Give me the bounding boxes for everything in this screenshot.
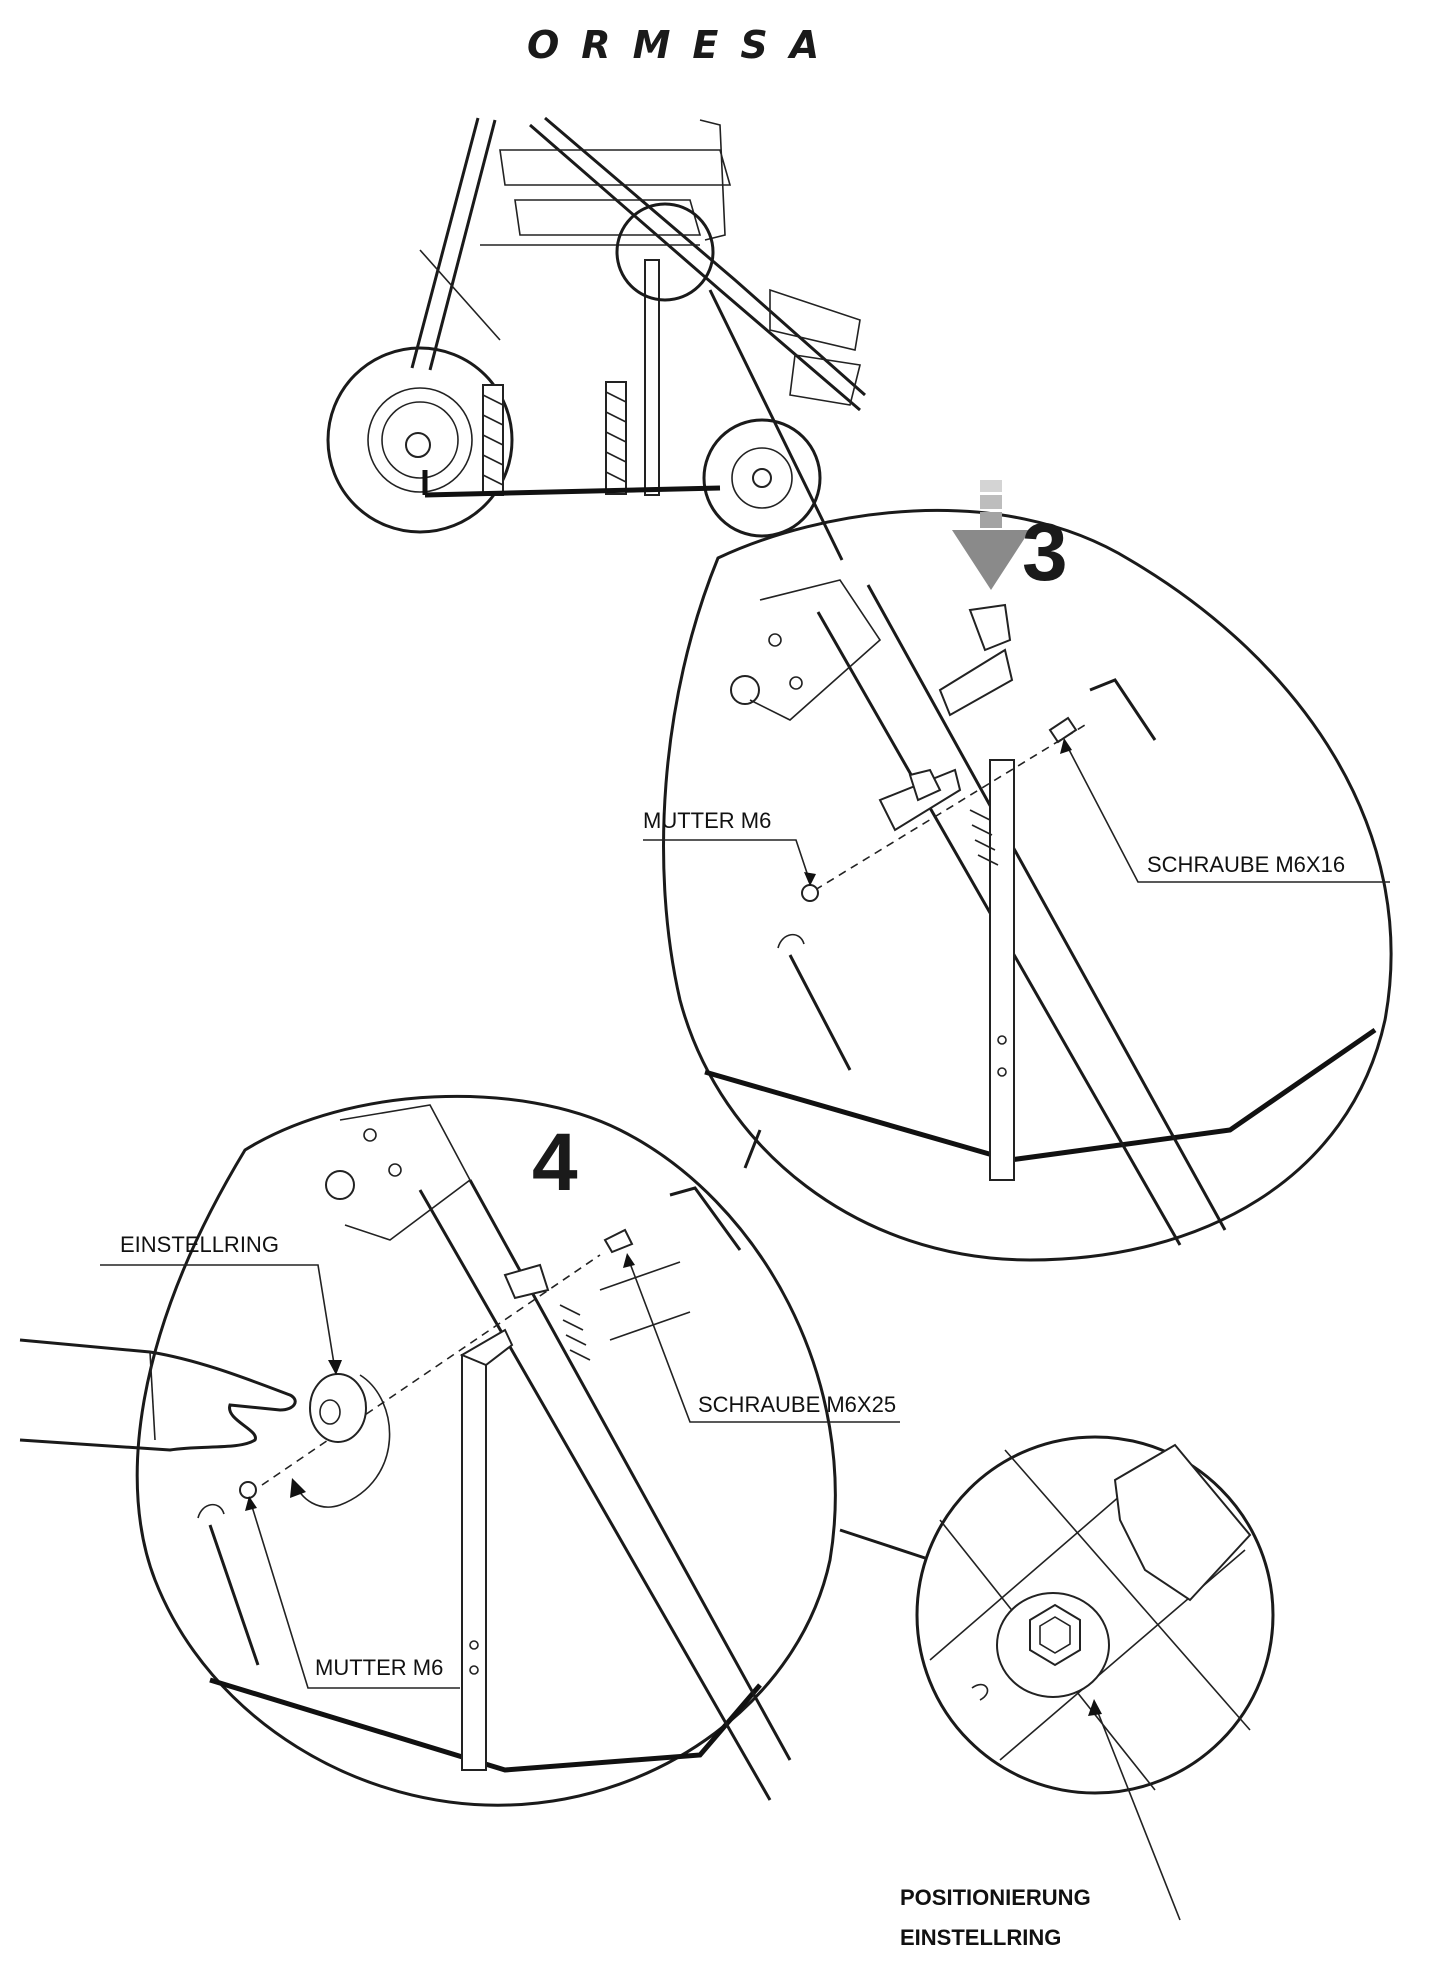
step-4-number: 4 (532, 1117, 578, 1208)
step-4-screw-label: SCHRAUBE M6X25 (698, 1392, 896, 1417)
step-3-detail: 3 MUTTER M6 SCHRAUBE M6X16 (643, 480, 1393, 1262)
step-4-nut-label: MUTTER M6 (315, 1655, 443, 1680)
step-3-number: 3 (1022, 507, 1068, 598)
brand-logo: ORMESA (527, 23, 841, 67)
logo-text: ORMESA (527, 23, 841, 67)
position-detail-circle (915, 1435, 1275, 1795)
position-detail: POSITIONIERUNG EINSTELLRING (900, 1435, 1275, 1950)
step-4-detail: 4 EINSTELLRING SCHRAUBE M6X25 MUTTER M6 (19, 1094, 926, 1807)
step-4-ring-label: EINSTELLRING (120, 1232, 279, 1257)
overview-stroller-drawing (326, 116, 866, 561)
position-caption-line1: POSITIONIERUNG (900, 1885, 1091, 1910)
position-caption-line2: EINSTELLRING (900, 1925, 1061, 1950)
step-3-down-arrow (952, 480, 1030, 590)
step-3-screw-label: SCHRAUBE M6X16 (1147, 852, 1345, 877)
step-3-circle-outline (662, 508, 1393, 1262)
step-3-nut-label: MUTTER M6 (643, 808, 771, 833)
